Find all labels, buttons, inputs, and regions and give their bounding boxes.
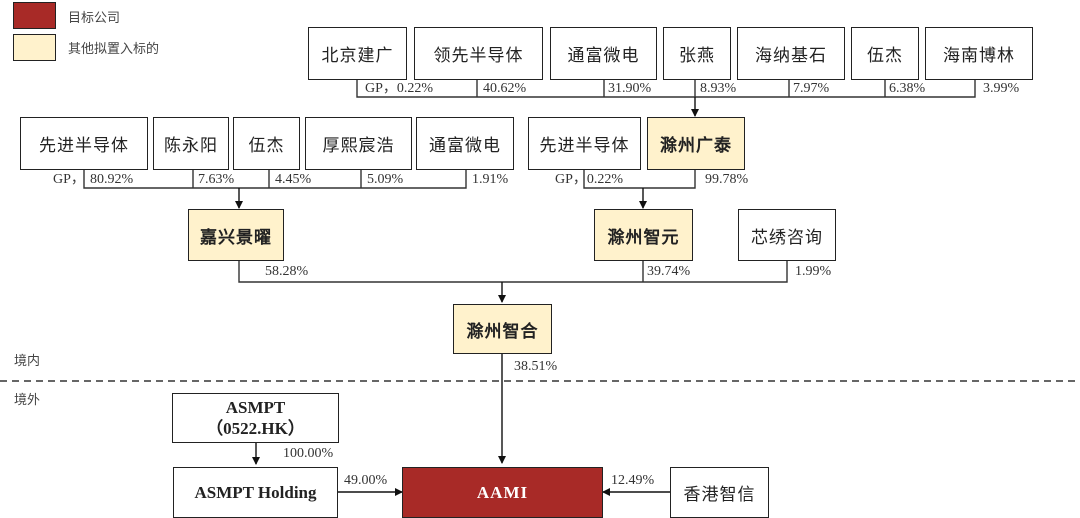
- share-label: 3.99%: [983, 81, 1020, 96]
- row3-bracket: [238, 261, 788, 283]
- share-label: 58.28%: [265, 264, 309, 279]
- entity-chuzhou-guangtai: 滁州广泰: [647, 117, 745, 170]
- share-label: 12.49%: [611, 473, 655, 488]
- entity-chuzhou-zhihe: 滁州智合: [453, 304, 552, 354]
- row2-right-bracket: [583, 170, 696, 189]
- entity-chen-yongyang: 陈永阳: [153, 117, 229, 170]
- share-label: 49.00%: [344, 473, 388, 488]
- entity-aami-target: AAMI: [402, 467, 603, 518]
- share-label: 31.90%: [608, 81, 652, 96]
- entity-hk-zhixin: 香港智信: [670, 467, 769, 518]
- entity-tongfu-micro: 通富微电: [550, 27, 657, 80]
- share-label: 1.99%: [795, 264, 832, 279]
- share-label: GP，0.22%: [365, 81, 434, 96]
- legend-label-target: 目标公司: [68, 11, 121, 26]
- share-label: 6.38%: [889, 81, 926, 96]
- share-label: 7.63%: [198, 172, 235, 187]
- legend-swatch-candidate: [13, 34, 56, 61]
- share-label: 38.51%: [514, 359, 558, 374]
- share-label: 1.91%: [472, 172, 509, 187]
- gp-prefix: GP，: [53, 172, 85, 187]
- share-label: 4.45%: [275, 172, 312, 187]
- share-label: 7.97%: [793, 81, 830, 96]
- share-label: 8.93%: [700, 81, 737, 96]
- share-label: 100.00%: [283, 446, 334, 461]
- asmpt-ticker: （0522.HK）: [206, 419, 305, 438]
- share-label: 80.92%: [90, 172, 134, 187]
- entity-advanced-semiconductor: 先进半导体: [20, 117, 148, 170]
- entity-asmpt: ASMPT （0522.HK）: [172, 393, 339, 443]
- entity-tongfu-micro: 通富微电: [416, 117, 514, 170]
- zone-label-overseas: 境外: [14, 393, 41, 408]
- share-label: 39.74%: [647, 264, 691, 279]
- share-label: 99.78%: [705, 172, 749, 187]
- share-label: GP，0.22%: [555, 172, 624, 187]
- entity-houxi-chenhao: 厚熙宸浩: [305, 117, 412, 170]
- entity-haina-jishi: 海纳基石: [737, 27, 845, 80]
- asmpt-name: ASMPT: [225, 398, 286, 417]
- share-label: 5.09%: [367, 172, 404, 187]
- legend-swatch-target: [13, 2, 56, 29]
- entity-advanced-semiconductor: 先进半导体: [528, 117, 641, 170]
- entity-wu-jie: 伍杰: [233, 117, 300, 170]
- entity-lingxian-semiconductor: 领先半导体: [414, 27, 543, 80]
- entity-chuzhou-zhiyuan: 滁州智元: [594, 209, 693, 261]
- entity-beijing-jianguang: 北京建广: [308, 27, 407, 80]
- entity-asmpt-holding: ASMPT Holding: [173, 467, 338, 518]
- row1-bracket: [356, 80, 976, 98]
- share-label: 40.62%: [483, 81, 527, 96]
- zone-label-domestic: 境内: [14, 354, 41, 369]
- entity-zhang-yan: 张燕: [663, 27, 731, 80]
- entity-jiaxing-jingyao: 嘉兴景曜: [188, 209, 284, 261]
- entity-xinxiu-consulting: 芯绣咨询: [738, 209, 836, 261]
- entity-wu-jie: 伍杰: [851, 27, 919, 80]
- legend-label-candidate: 其他拟置入标的: [68, 42, 160, 57]
- row2-left-bracket: [83, 170, 467, 189]
- entity-hainan-bolin: 海南博林: [925, 27, 1033, 80]
